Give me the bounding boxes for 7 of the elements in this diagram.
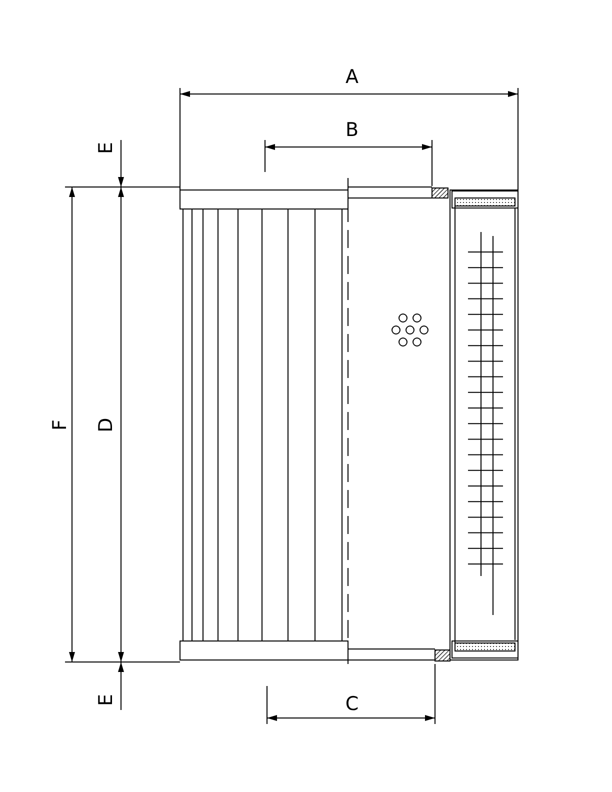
dimension-label: A <box>346 67 358 87</box>
dimension-label: D <box>96 418 116 432</box>
dimension-label: E <box>96 142 116 154</box>
dimension-label: F <box>50 420 70 430</box>
dimension-label: E <box>96 694 116 706</box>
dimension-label: B <box>345 120 359 140</box>
dimension-label: C <box>345 694 359 714</box>
